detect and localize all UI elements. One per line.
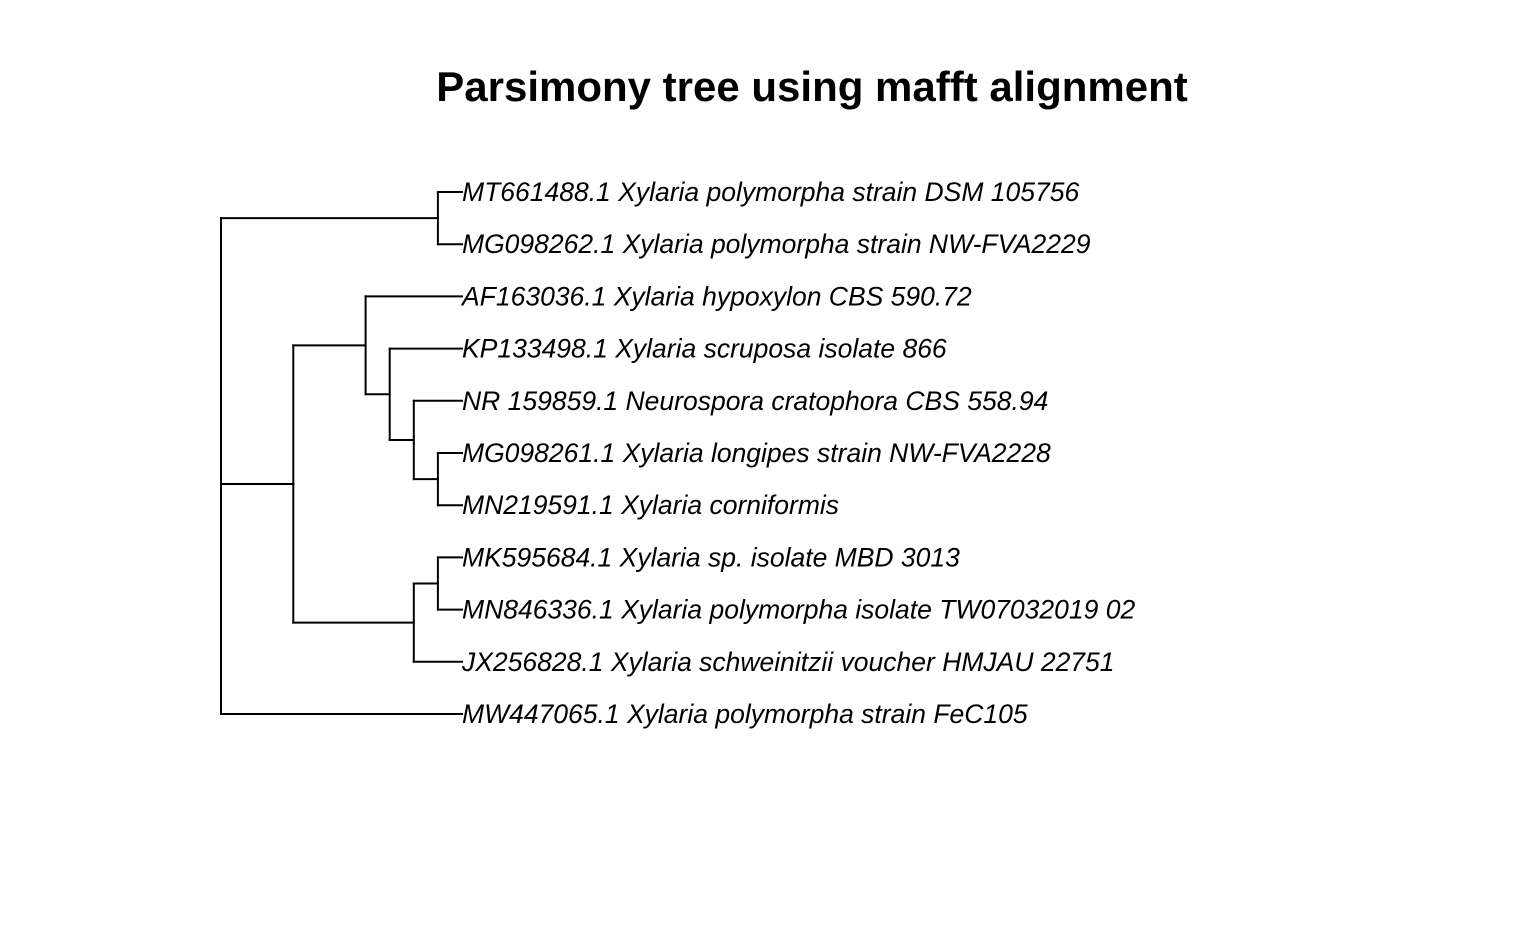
tip-label: AF163036.1 Xylaria hypoxylon CBS 590.72 [460, 281, 972, 311]
tree-title: Parsimony tree using mafft alignment [436, 63, 1188, 110]
tip-label: MG098262.1 Xylaria polymorpha strain NW-… [462, 229, 1091, 259]
tip-label: MG098261.1 Xylaria longipes strain NW-FV… [462, 438, 1051, 468]
tip-label: MN219591.1 Xylaria corniformis [462, 490, 839, 520]
tip-label: MK595684.1 Xylaria sp. isolate MBD 3013 [462, 542, 960, 572]
tip-label: NR 159859.1 Neurospora cratophora CBS 55… [462, 386, 1048, 416]
tip-label: MT661488.1 Xylaria polymorpha strain DSM… [462, 177, 1079, 207]
tip-label: KP133498.1 Xylaria scruposa isolate 866 [462, 334, 947, 364]
tip-label: JX256828.1 Xylaria schweinitzii voucher … [461, 647, 1115, 677]
tree-branches [220, 191, 463, 715]
tip-label: MN846336.1 Xylaria polymorpha isolate TW… [462, 595, 1135, 625]
tip-labels: MT661488.1 Xylaria polymorpha strain DSM… [460, 177, 1135, 729]
tip-label: MW447065.1 Xylaria polymorpha strain FeC… [462, 699, 1028, 729]
